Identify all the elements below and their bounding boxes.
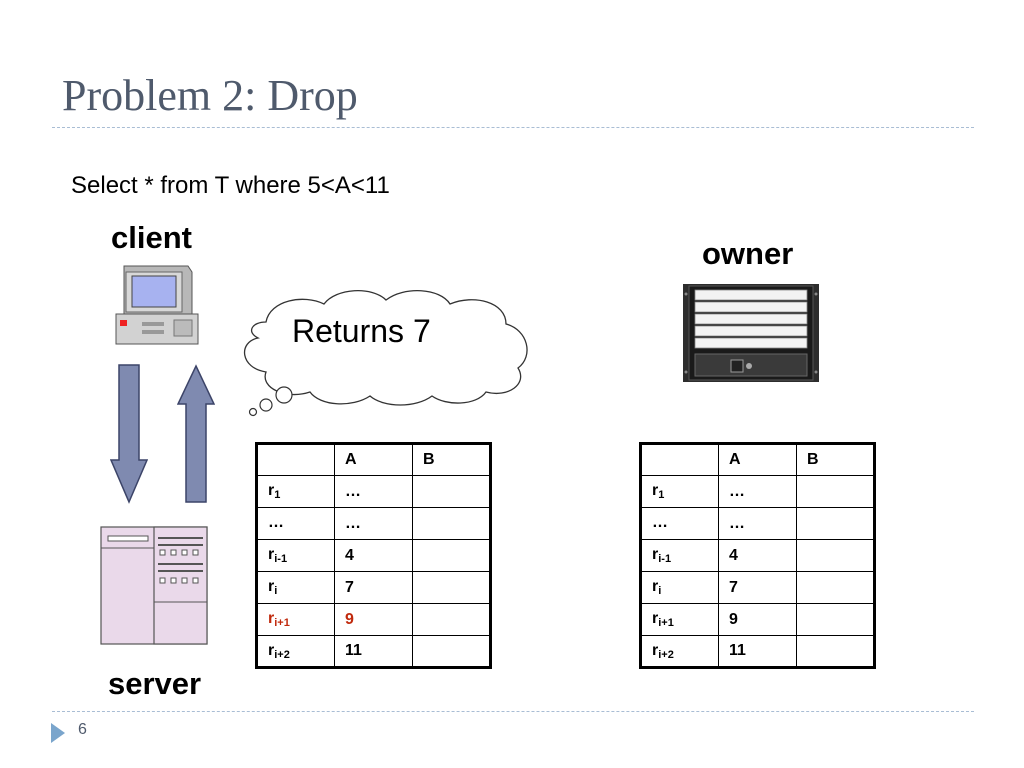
a-value-cell: … [718,507,797,540]
table-row: r1 … [640,475,875,508]
row-label-cell: r1 [640,475,719,508]
b-value-cell [796,571,875,604]
slide-title: Problem 2: Drop [62,71,358,120]
row-label-cell: ri-1 [256,539,335,572]
row-label-cell: ri [640,571,719,604]
header-cell [640,443,719,476]
arrow-up-icon [177,364,215,503]
b-value-cell [412,603,491,636]
table-row: … … [640,507,875,540]
b-value-cell [412,571,491,604]
table-row: ri-1 4 [256,539,491,572]
a-value-cell: 4 [718,539,797,572]
header-cell-b: B [412,443,491,476]
a-value-cell: 11 [718,635,797,668]
sql-query-text: Select * from T where 5<A<11 [71,172,390,199]
table-row: … … [256,507,491,540]
client-label: client [111,220,192,255]
bullet-triangle-icon [51,723,65,743]
a-value-cell: … [334,507,413,540]
server-icon [100,526,208,645]
row-label-cell: … [640,507,719,540]
client-computer-icon [115,265,199,345]
header-cell-a: A [334,443,413,476]
row-label-cell: r1 [256,475,335,508]
bubble-text: Returns 7 [292,313,431,349]
owner-table: A B r1 … … … ri-1 4 ri 7 ri+1 9 ri+2 11 [639,442,876,669]
a-value-cell: … [718,475,797,508]
header-cell [256,443,335,476]
owner-label: owner [702,236,794,271]
a-value-cell: 11 [334,635,413,668]
b-value-cell [796,507,875,540]
table-row: ri 7 [256,571,491,604]
server-table: A B r1 … … … ri-1 4 ri 7 ri+1 9 ri+2 11 [255,442,492,669]
table-header-row: A B [256,443,491,476]
table-row-highlighted: ri+1 9 [256,603,491,636]
b-value-cell [412,539,491,572]
row-label-cell: ri+1 [640,603,719,636]
b-value-cell [412,635,491,668]
table-row: ri+1 9 [640,603,875,636]
a-value-cell: 9 [334,603,413,636]
server-label: server [108,666,202,701]
row-label-cell: ri-1 [640,539,719,572]
table-header-row: A B [640,443,875,476]
b-value-cell [796,475,875,508]
thought-bubble-icon [243,289,528,417]
b-value-cell [796,635,875,668]
b-value-cell [796,539,875,572]
table-row: ri+2 11 [256,635,491,668]
a-value-cell: 7 [718,571,797,604]
header-cell-b: B [796,443,875,476]
table-row: ri+2 11 [640,635,875,668]
table-row: r1 … [256,475,491,508]
row-label-cell: ri+1 [256,603,335,636]
header-cell-a: A [718,443,797,476]
a-value-cell: 7 [334,571,413,604]
title-divider [52,127,974,128]
table-row: ri 7 [640,571,875,604]
row-label-cell: … [256,507,335,540]
table-row: ri-1 4 [640,539,875,572]
a-value-cell: 4 [334,539,413,572]
b-value-cell [796,603,875,636]
footer-divider [52,711,974,712]
a-value-cell: … [334,475,413,508]
owner-server-rack-icon [683,284,819,382]
b-value-cell [412,475,491,508]
arrow-down-icon [110,364,148,504]
row-label-cell: ri+2 [640,635,719,668]
a-value-cell: 9 [718,603,797,636]
page-number: 6 [78,721,87,738]
b-value-cell [412,507,491,540]
row-label-cell: ri+2 [256,635,335,668]
row-label-cell: ri [256,571,335,604]
